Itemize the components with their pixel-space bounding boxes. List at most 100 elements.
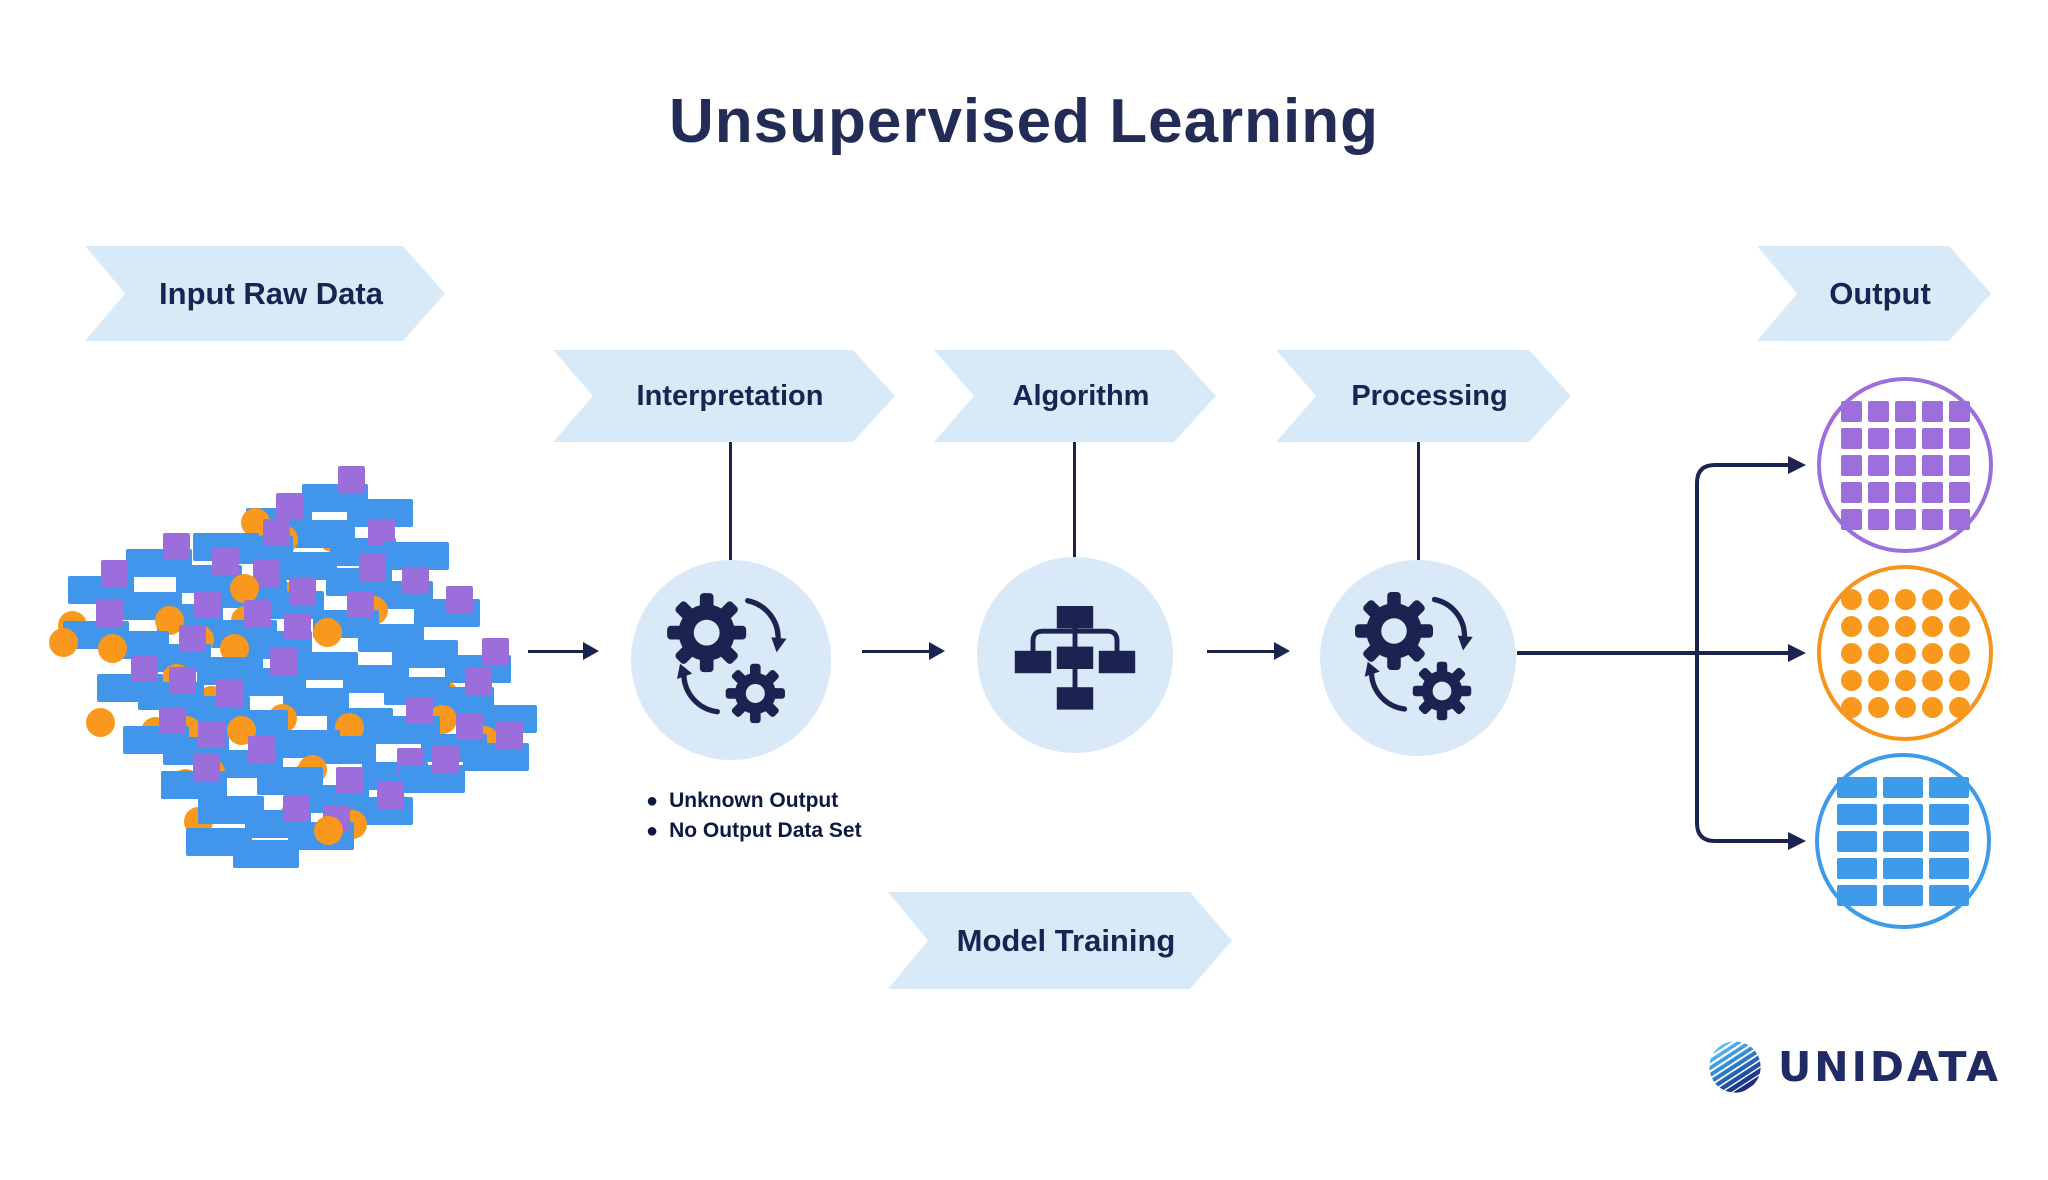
- grid-cell: [1921, 669, 1943, 691]
- grid-cell: [1840, 427, 1862, 449]
- page-title: Unsupervised Learning: [668, 87, 1380, 156]
- output-cluster-rects: [1815, 753, 1991, 929]
- grid-cell: [1840, 615, 1862, 637]
- flowchart-icon: [1014, 606, 1136, 710]
- note-item: ● No Output Data Set: [646, 816, 862, 846]
- grid-cell: [1929, 884, 1969, 906]
- banner-output-label: Output: [1829, 275, 1931, 311]
- scatter-square: [289, 578, 316, 605]
- scatter-square: [368, 519, 395, 546]
- grid-cell: [1840, 669, 1862, 691]
- flow-arrow-algorithm-to-processing: [1207, 642, 1290, 660]
- scatter-square: [194, 591, 221, 618]
- scatter-square: [248, 736, 275, 763]
- scatter-square: [456, 713, 483, 740]
- scatter-square: [338, 466, 365, 493]
- grid-cell: [1894, 588, 1916, 610]
- grid-cell: [1921, 696, 1943, 718]
- connector-line-processing: [1417, 442, 1420, 562]
- banner-input-raw-data-label: Input Raw Data: [159, 275, 383, 311]
- scatter-circle: [98, 634, 127, 663]
- scatter-circle: [314, 816, 343, 845]
- input-raw-data-scatter: [49, 450, 555, 905]
- grid-cell: [1894, 615, 1916, 637]
- output-cluster-squares: [1817, 377, 1993, 553]
- grid-cell: [1948, 400, 1970, 422]
- scatter-square: [270, 648, 297, 675]
- grid-cell: [1867, 427, 1889, 449]
- grid-cell: [1894, 669, 1916, 691]
- scatter-square: [163, 533, 190, 560]
- scatter-square: [131, 655, 158, 682]
- grid-cell: [1867, 481, 1889, 503]
- grid-cell: [1840, 400, 1862, 422]
- grid-cell: [1867, 615, 1889, 637]
- scatter-square: [446, 586, 473, 613]
- scatter-square: [402, 567, 429, 594]
- grid-cell: [1894, 427, 1916, 449]
- banner-processing-label: Processing: [1351, 379, 1508, 412]
- grid-cell: [1929, 830, 1969, 852]
- grid-cell: [1867, 454, 1889, 476]
- grid-cell: [1894, 508, 1916, 530]
- grid-cell: [1948, 588, 1970, 610]
- grid-cell: [1948, 642, 1970, 664]
- grid-cell: [1948, 454, 1970, 476]
- grid-cell: [1883, 884, 1923, 906]
- grid-cell: [1867, 588, 1889, 610]
- grid-cell: [1837, 776, 1877, 798]
- grid-cell: [1921, 642, 1943, 664]
- scatter-square: [336, 767, 363, 794]
- note-text: No Output Data Set: [669, 819, 862, 842]
- note-text: Unknown Output: [669, 789, 839, 812]
- connector-line-algorithm: [1073, 442, 1076, 559]
- grid-cell: [1840, 588, 1862, 610]
- scatter-square: [212, 548, 239, 575]
- grid-cell: [1894, 696, 1916, 718]
- grid-cell: [1883, 830, 1923, 852]
- grid-cell: [1840, 454, 1862, 476]
- banner-model-training: Model Training: [888, 892, 1232, 989]
- grid-cell: [1867, 400, 1889, 422]
- scatter-circle: [230, 574, 259, 603]
- gears-cycle-icon: [667, 593, 787, 724]
- grid-cell: [1840, 481, 1862, 503]
- grid-cell: [1837, 884, 1877, 906]
- processing-circle: [1320, 560, 1516, 756]
- grid-cell: [1837, 803, 1877, 825]
- grid-cell: [1921, 400, 1943, 422]
- scatter-square: [406, 697, 433, 724]
- grid-cell: [1929, 857, 1969, 879]
- scatter-square: [465, 668, 492, 695]
- grid-cell: [1840, 696, 1862, 718]
- scatter-square: [432, 746, 459, 773]
- scatter-square: [263, 519, 290, 546]
- grid-cell: [1883, 857, 1923, 879]
- grid-cell: [1840, 642, 1862, 664]
- grid-cell: [1867, 669, 1889, 691]
- banner-output: Output: [1757, 246, 1991, 341]
- banner-interpretation-label: Interpretation: [636, 379, 824, 412]
- bullet-icon: ●: [646, 790, 659, 812]
- scatter-circle: [313, 618, 342, 647]
- banner-model-training-label: Model Training: [956, 922, 1176, 958]
- grid-cell: [1837, 830, 1877, 852]
- scatter-square: [496, 722, 523, 749]
- scatter-square: [377, 782, 404, 809]
- connector-line-interpretation: [729, 442, 732, 562]
- grid-cell: [1883, 803, 1923, 825]
- grid-cell: [1929, 803, 1969, 825]
- banner-algorithm-label: Algorithm: [1012, 379, 1150, 412]
- scatter-circle: [49, 628, 78, 657]
- grid-cell: [1837, 857, 1877, 879]
- grid-cell: [1929, 776, 1969, 798]
- globe-icon: [1706, 1038, 1764, 1096]
- grid-cell: [1948, 508, 1970, 530]
- algorithm-circle: [977, 557, 1173, 753]
- scatter-square: [96, 600, 123, 627]
- scatter-circle: [86, 708, 115, 737]
- banner-processing: Processing: [1276, 350, 1571, 442]
- grid-cell: [1948, 427, 1970, 449]
- interpretation-circle: [631, 560, 831, 760]
